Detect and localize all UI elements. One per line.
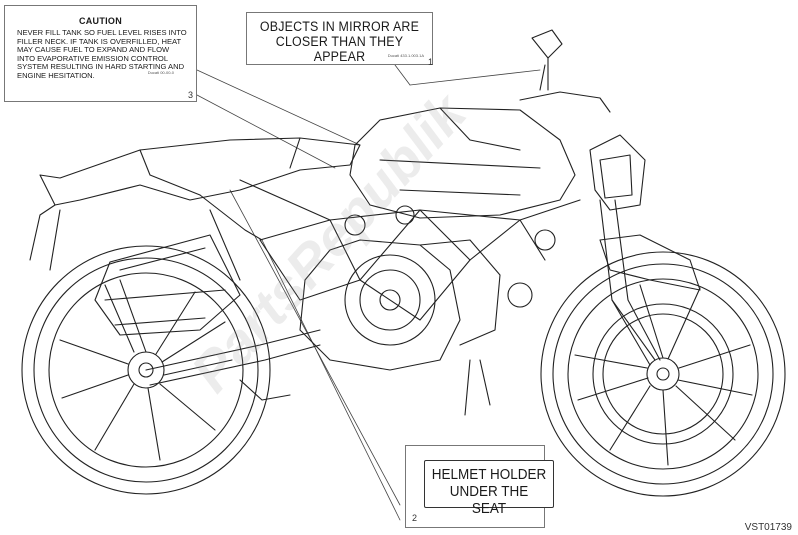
mirror-line-1: OBJECTS IN MIRROR ARE [259, 19, 420, 34]
caution-code: Ducati 00-00-0 [147, 70, 174, 75]
helmet-plate: HELMET HOLDER UNDER THE SEAT [424, 460, 554, 517]
caution-label: CAUTION NEVER FILL TANK SO FUEL LEVEL RI… [4, 5, 197, 102]
helmet-line-1: HELMET HOLDER [431, 466, 547, 483]
mirror-text: OBJECTS IN MIRROR ARE CLOSER THAN THEY A… [254, 19, 424, 64]
mirror-line-2: CLOSER THAN THEY APPEAR [275, 34, 404, 64]
engine [299, 205, 556, 371]
front-fork [599, 199, 661, 366]
mirror-code: Ducati 433.1.003.1A [387, 53, 424, 58]
fuel-tank [349, 107, 576, 219]
caution-title: CAUTION [78, 16, 123, 26]
callout-number-1: 1 [428, 57, 434, 67]
helmet-line-2: UNDER THE SEAT [449, 483, 529, 517]
rear-wheel [21, 245, 271, 495]
headlight [589, 134, 646, 211]
trellis-frame [239, 179, 581, 321]
helmet-text: HELMET HOLDER UNDER THE SEAT [431, 466, 547, 517]
callout-leader-lines [196, 64, 541, 521]
reference-code: VST01739 [744, 522, 792, 533]
callout-number-2: 2 [412, 513, 418, 523]
helmet-label: HELMET HOLDER UNDER THE SEAT 2 [405, 445, 554, 528]
tail-section [39, 137, 361, 206]
front-fender [599, 234, 701, 291]
front-wheel [540, 251, 786, 497]
caution-body: NEVER FILL TANK SO FUEL LEVEL RISES INTO… [17, 28, 187, 80]
exhaust [94, 234, 241, 336]
callout-number-3: 3 [188, 90, 194, 100]
swingarm [145, 329, 321, 386]
mirror [531, 29, 563, 59]
mirror-label: OBJECTS IN MIRROR ARE CLOSER THAN THEY A… [246, 12, 434, 67]
handlebar [519, 64, 611, 113]
